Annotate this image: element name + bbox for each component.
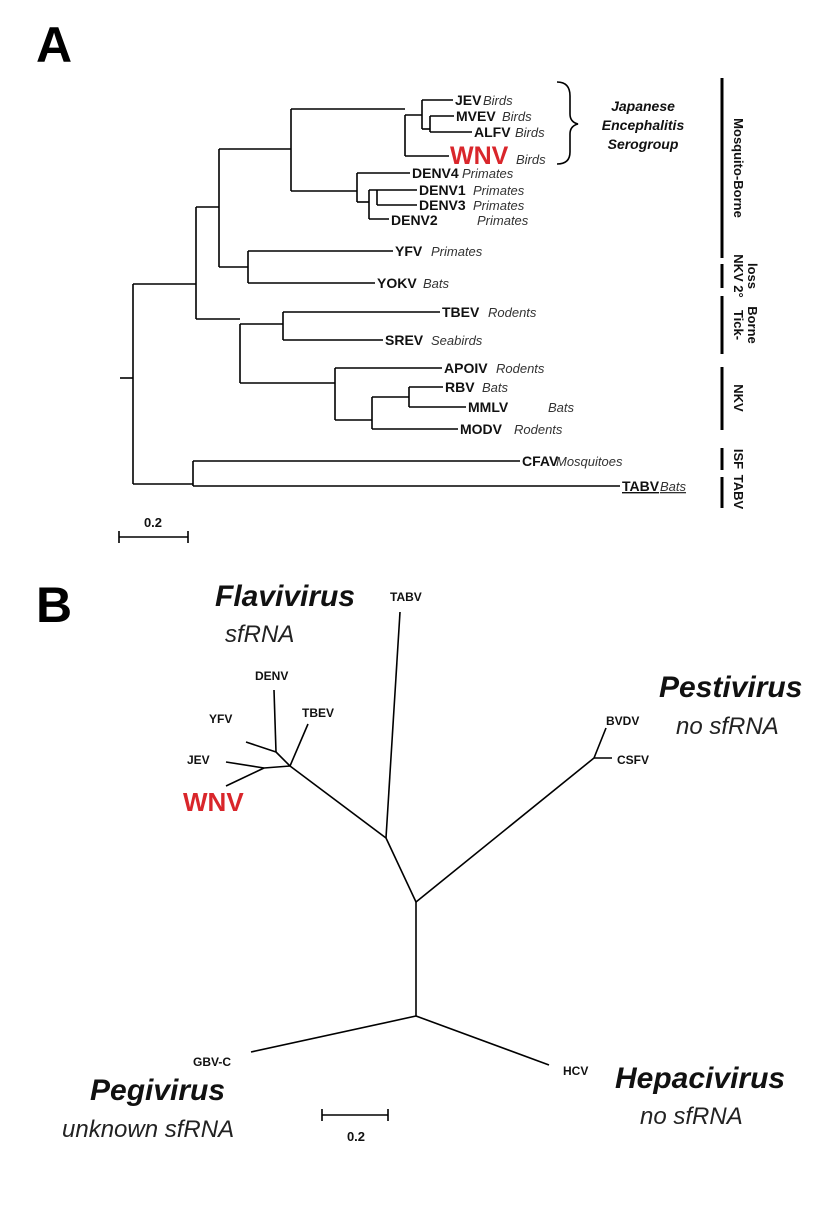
host-alfv: Birds [515, 125, 545, 140]
sfrna-pestivirus: no sfRNA [676, 713, 779, 740]
host-denv4: Primates [462, 166, 514, 181]
tip-b-tabv: TABV [390, 590, 422, 604]
scale-bar-a-label: 0.2 [144, 515, 162, 530]
tip-denv1: DENV1 [419, 182, 466, 198]
branch [385, 837, 417, 903]
tip-denv3: DENV3 [419, 197, 466, 213]
tip-b-tbev: TBEV [302, 706, 334, 720]
sfrna-hepacivirus: no sfRNA [640, 1103, 743, 1130]
tip-b-wnv: WNV [183, 787, 244, 817]
tip-denv2: DENV2 [391, 212, 438, 228]
panel-b-scale-bar: 0.2 [321, 1109, 389, 1144]
host-mmlv: Bats [548, 400, 575, 415]
host-cfav: Mosquitoes [556, 454, 623, 469]
branch [225, 767, 265, 787]
branch [263, 765, 291, 769]
branch [245, 741, 277, 753]
tip-b-yfv: YFV [209, 712, 232, 726]
group-tick: Tick- [731, 310, 746, 340]
host-yfv: Primates [431, 244, 483, 259]
group-borne: Borne [745, 306, 760, 344]
tip-rbv: RBV [445, 379, 475, 395]
tip-b-jev: JEV [187, 753, 210, 767]
host-denv2: Primates [477, 213, 529, 228]
host-tbev: Rodents [488, 305, 537, 320]
tip-cfav: CFAV [522, 453, 559, 469]
panel-b-tree [225, 611, 612, 1066]
genus-flavivirus: Flavivirus [215, 580, 355, 613]
group-nkv: NKV [731, 384, 746, 412]
tip-yokv: YOKV [377, 275, 417, 291]
tip-b-csfv: CSFV [617, 753, 649, 767]
tip-b-denv: DENV [255, 669, 288, 683]
panel-a-tip-labels: JEV Birds MVEV Birds ALFV Birds WNV Bird… [377, 92, 687, 494]
tip-denv4: DENV4 [412, 165, 459, 181]
je-serogroup-line-3: Serogroup [608, 136, 679, 152]
tip-tabv: TABV [622, 478, 660, 494]
je-serogroup-brace [556, 81, 579, 165]
branch [415, 757, 595, 903]
host-denv3: Primates [473, 198, 525, 213]
host-jev: Birds [483, 93, 513, 108]
group-tabv: TABV [731, 475, 746, 510]
group-isf: ISF [731, 449, 746, 469]
branch [289, 723, 309, 767]
je-serogroup-label: Japanese Encephalitis Serogroup [602, 98, 685, 152]
group-loss: loss [745, 263, 760, 289]
genus-hepacivirus: Hepacivirus [615, 1062, 785, 1095]
branch [250, 1015, 417, 1053]
branch [415, 1015, 550, 1066]
branch [289, 765, 387, 839]
panel-a-scale-bar: 0.2 [118, 515, 189, 543]
tip-b-hcv: HCV [563, 1064, 588, 1078]
branch [275, 751, 291, 767]
tip-mvev: MVEV [456, 108, 496, 124]
tip-srev: SREV [385, 332, 424, 348]
tip-wnv: WNV [450, 142, 509, 170]
tip-jev: JEV [455, 92, 482, 108]
host-mvev: Birds [502, 109, 532, 124]
je-serogroup-line-1: Japanese [611, 98, 675, 114]
host-apoiv: Rodents [496, 361, 545, 376]
branch [225, 761, 265, 769]
tip-alfv: ALFV [474, 124, 511, 140]
host-wnv: Birds [516, 152, 546, 167]
genus-labels: Flavivirus sfRNA Pestivirus no sfRNA Peg… [62, 580, 802, 1143]
branch [385, 611, 401, 839]
panel-a-label: A [36, 17, 72, 73]
tip-yfv: YFV [395, 243, 423, 259]
tip-apoiv: APOIV [444, 360, 488, 376]
host-denv1: Primates [473, 183, 525, 198]
sfrna-pegivirus: unknown sfRNA [62, 1116, 234, 1143]
panel-b-tip-labels: TABV DENV YFV TBEV JEV WNV BVDV CSFV GBV… [183, 590, 649, 1078]
group-mosquito-borne: Mosquito-Borne [731, 118, 746, 218]
group-labels: Mosquito-Borne NKV 2° loss Tick- Borne N… [731, 118, 760, 509]
genus-pegivirus: Pegivirus [90, 1074, 225, 1107]
tip-b-gbvc: GBV-C [193, 1055, 231, 1069]
tip-tbev: TBEV [442, 304, 480, 320]
branch [273, 689, 277, 753]
je-serogroup-line-2: Encephalitis [602, 117, 685, 133]
tip-modv: MODV [460, 421, 503, 437]
host-tabv: Bats [660, 479, 687, 494]
tip-b-bvdv: BVDV [606, 714, 639, 728]
tip-mmlv: MMLV [468, 399, 509, 415]
host-srev: Seabirds [431, 333, 483, 348]
sfrna-flavivirus: sfRNA [225, 621, 294, 648]
panel-a-tree [120, 99, 620, 487]
host-modv: Rodents [514, 422, 563, 437]
group-nkv-2: NKV 2° [731, 254, 746, 298]
panel-b-label: B [36, 577, 72, 633]
genus-pestivirus: Pestivirus [659, 671, 802, 704]
scale-bar-b-label: 0.2 [347, 1129, 365, 1144]
host-yokv: Bats [423, 276, 450, 291]
branch [593, 727, 607, 759]
host-rbv: Bats [482, 380, 509, 395]
